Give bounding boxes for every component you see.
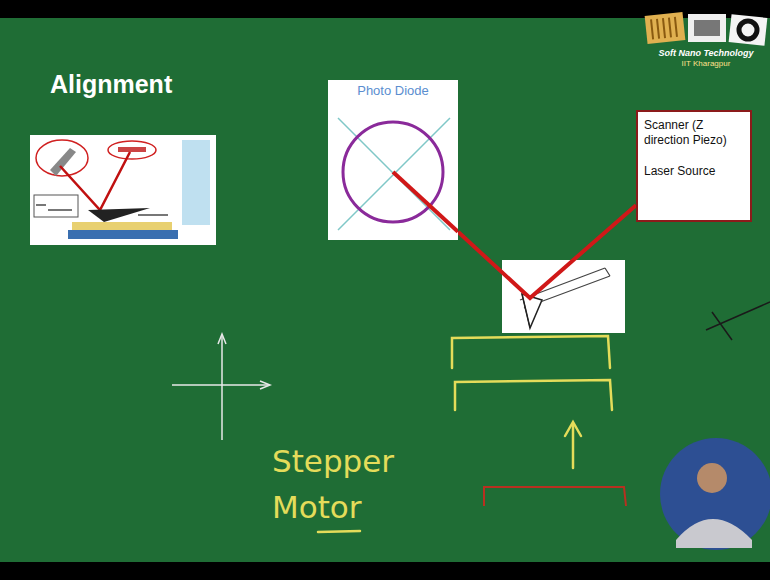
box-heading: Photo Diode — [332, 83, 454, 99]
afm-thumbnail — [30, 135, 216, 245]
base-sketch — [484, 487, 626, 506]
laser-beam — [458, 205, 636, 298]
box-text: Scanner (Z direction Piezo) — [644, 118, 744, 148]
axes-sketch — [172, 334, 270, 440]
bottom-bar — [0, 562, 770, 580]
logo-text: Soft Nano Technology — [644, 48, 768, 58]
edge-sketch — [706, 302, 770, 340]
stage-sketch — [318, 336, 612, 532]
photo-diode-figure — [328, 80, 458, 240]
logo-text: IIT Kharagpur — [644, 59, 768, 68]
slide-title: Alignment — [50, 70, 172, 99]
cantilever-picture — [502, 260, 625, 333]
beam-inside — [393, 172, 458, 232]
handwritten-note: Stepper Motor — [272, 438, 412, 530]
logo-images — [645, 12, 768, 46]
speaker-video — [660, 438, 770, 550]
photo-diode-box: Photo Diode — [328, 80, 458, 240]
box-text: Laser Source — [644, 164, 744, 179]
laser-source-box: Scanner (Z direction Piezo) Laser Source — [636, 110, 752, 222]
